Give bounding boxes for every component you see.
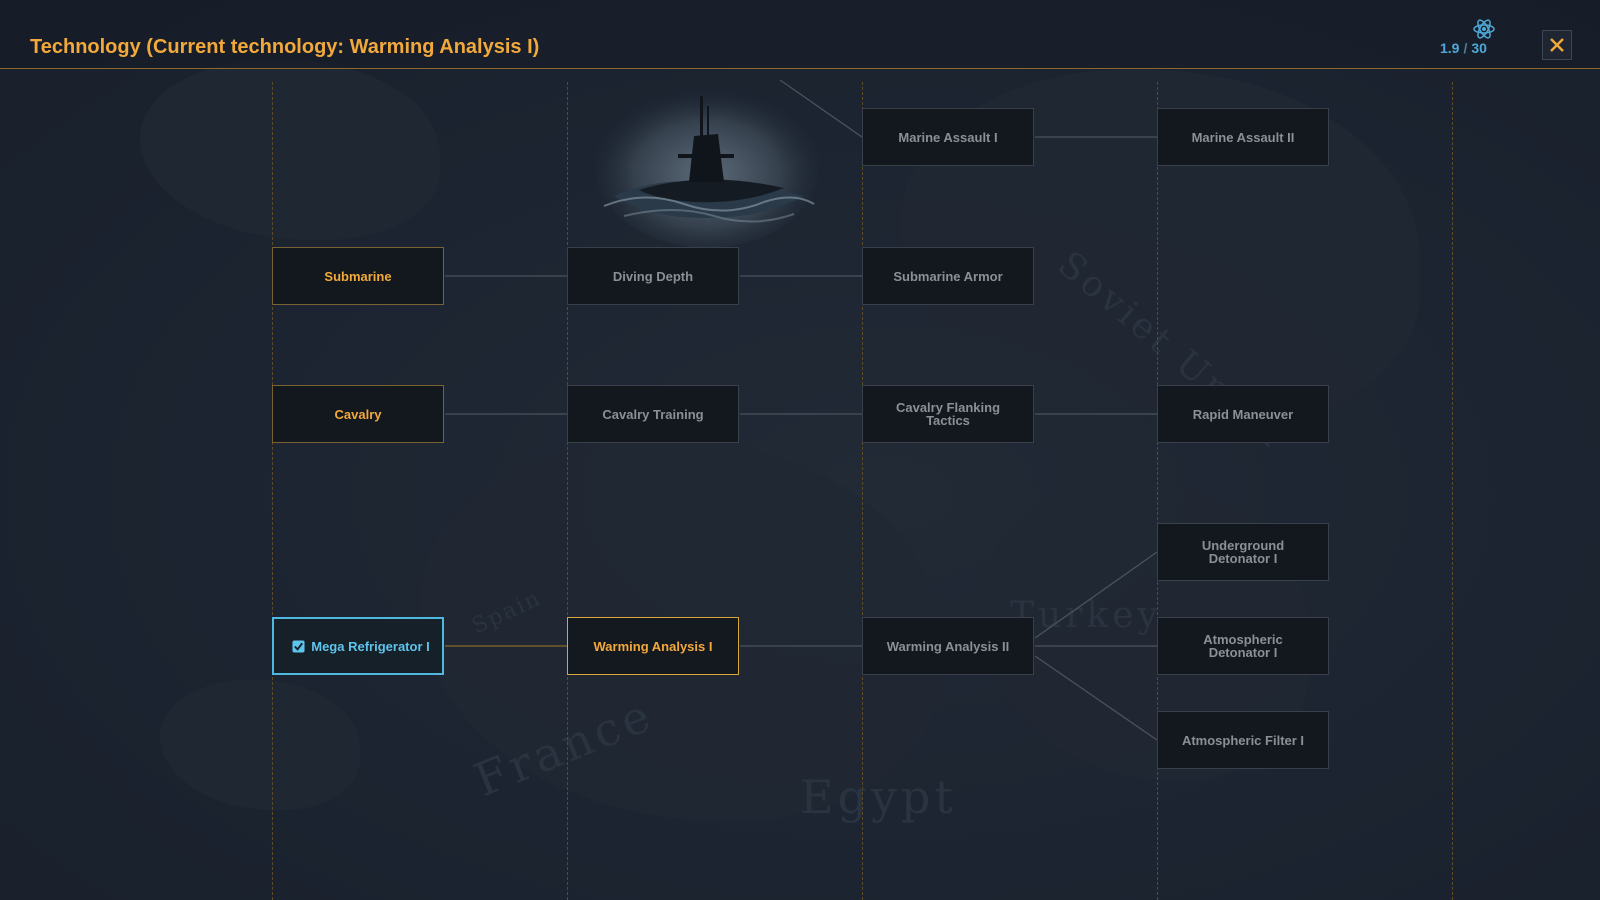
tech-node-submarine[interactable]: Submarine bbox=[272, 247, 444, 305]
tech-node-warming-analysis-1[interactable]: Warming Analysis I bbox=[567, 617, 739, 675]
tech-node-submarine-armor[interactable]: Submarine Armor bbox=[862, 247, 1034, 305]
tech-node-label: Atmospheric Filter I bbox=[1181, 732, 1305, 748]
close-icon bbox=[1550, 38, 1564, 52]
map-label-turkey: Turkey bbox=[1010, 595, 1162, 636]
tech-node-label: Marine Assault I bbox=[898, 129, 998, 145]
header-bar: Technology (Current technology: Warming … bbox=[0, 0, 1600, 69]
map-landmass bbox=[160, 680, 360, 810]
tech-node-cavalry-flanking-tactics[interactable]: Cavalry Flanking Tactics bbox=[862, 385, 1034, 443]
tech-node-cavalry-training[interactable]: Cavalry Training bbox=[567, 385, 739, 443]
atom-icon bbox=[1473, 19, 1495, 39]
page-title: Technology (Current technology: Warming … bbox=[30, 36, 540, 58]
tech-node-underground-detonator-1[interactable]: Underground Detonator I bbox=[1157, 523, 1329, 581]
close-button[interactable] bbox=[1542, 30, 1572, 60]
tech-node-label: Cavalry bbox=[334, 406, 382, 422]
tech-node-label: Underground Detonator I bbox=[1201, 538, 1285, 566]
column-divider bbox=[1157, 82, 1158, 900]
column-divider bbox=[272, 82, 273, 900]
tech-node-cavalry[interactable]: Cavalry bbox=[272, 385, 444, 443]
tech-node-diving-depth[interactable]: Diving Depth bbox=[567, 247, 739, 305]
column-divider bbox=[1452, 82, 1453, 900]
tech-node-marine-assault-1[interactable]: Marine Assault I bbox=[862, 108, 1034, 166]
tech-node-label: Atmospheric Detonator I bbox=[1203, 632, 1283, 660]
tech-node-label: Warming Analysis I bbox=[593, 638, 713, 654]
research-separator: / bbox=[1463, 40, 1468, 56]
tech-node-marine-assault-2[interactable]: Marine Assault II bbox=[1157, 108, 1329, 166]
tech-node-label: Mega Refrigerator I bbox=[311, 638, 430, 654]
research-points: 1.9/30 bbox=[1440, 40, 1534, 58]
tech-node-label: Submarine Armor bbox=[893, 268, 1003, 284]
tech-node-label: Warming Analysis II bbox=[886, 638, 1010, 654]
checkbox-checked-icon bbox=[292, 639, 305, 653]
tech-node-mega-refrigerator-1[interactable]: Mega Refrigerator I bbox=[272, 617, 444, 675]
tech-node-label: Submarine bbox=[324, 268, 392, 284]
tech-node-label: Cavalry Flanking Tactics bbox=[895, 400, 1001, 428]
column-divider bbox=[567, 82, 568, 900]
tech-node-warming-analysis-2[interactable]: Warming Analysis II bbox=[862, 617, 1034, 675]
tech-node-atmospheric-detonator-1[interactable]: Atmospheric Detonator I bbox=[1157, 617, 1329, 675]
tech-node-rapid-maneuver[interactable]: Rapid Maneuver bbox=[1157, 385, 1329, 443]
submarine-illustration bbox=[595, 84, 819, 248]
tech-node-label: Cavalry Training bbox=[602, 406, 704, 422]
research-current: 1.9 bbox=[1440, 40, 1460, 56]
tech-node-label: Diving Depth bbox=[612, 268, 694, 284]
tech-node-label: Marine Assault II bbox=[1191, 129, 1295, 145]
research-total: 30 bbox=[1471, 40, 1487, 56]
column-divider bbox=[862, 82, 863, 900]
map-landmass bbox=[140, 60, 440, 240]
tech-node-atmospheric-filter-1[interactable]: Atmospheric Filter I bbox=[1157, 711, 1329, 769]
map-label-egypt: Egypt bbox=[800, 770, 957, 824]
tech-node-label: Rapid Maneuver bbox=[1192, 406, 1294, 422]
